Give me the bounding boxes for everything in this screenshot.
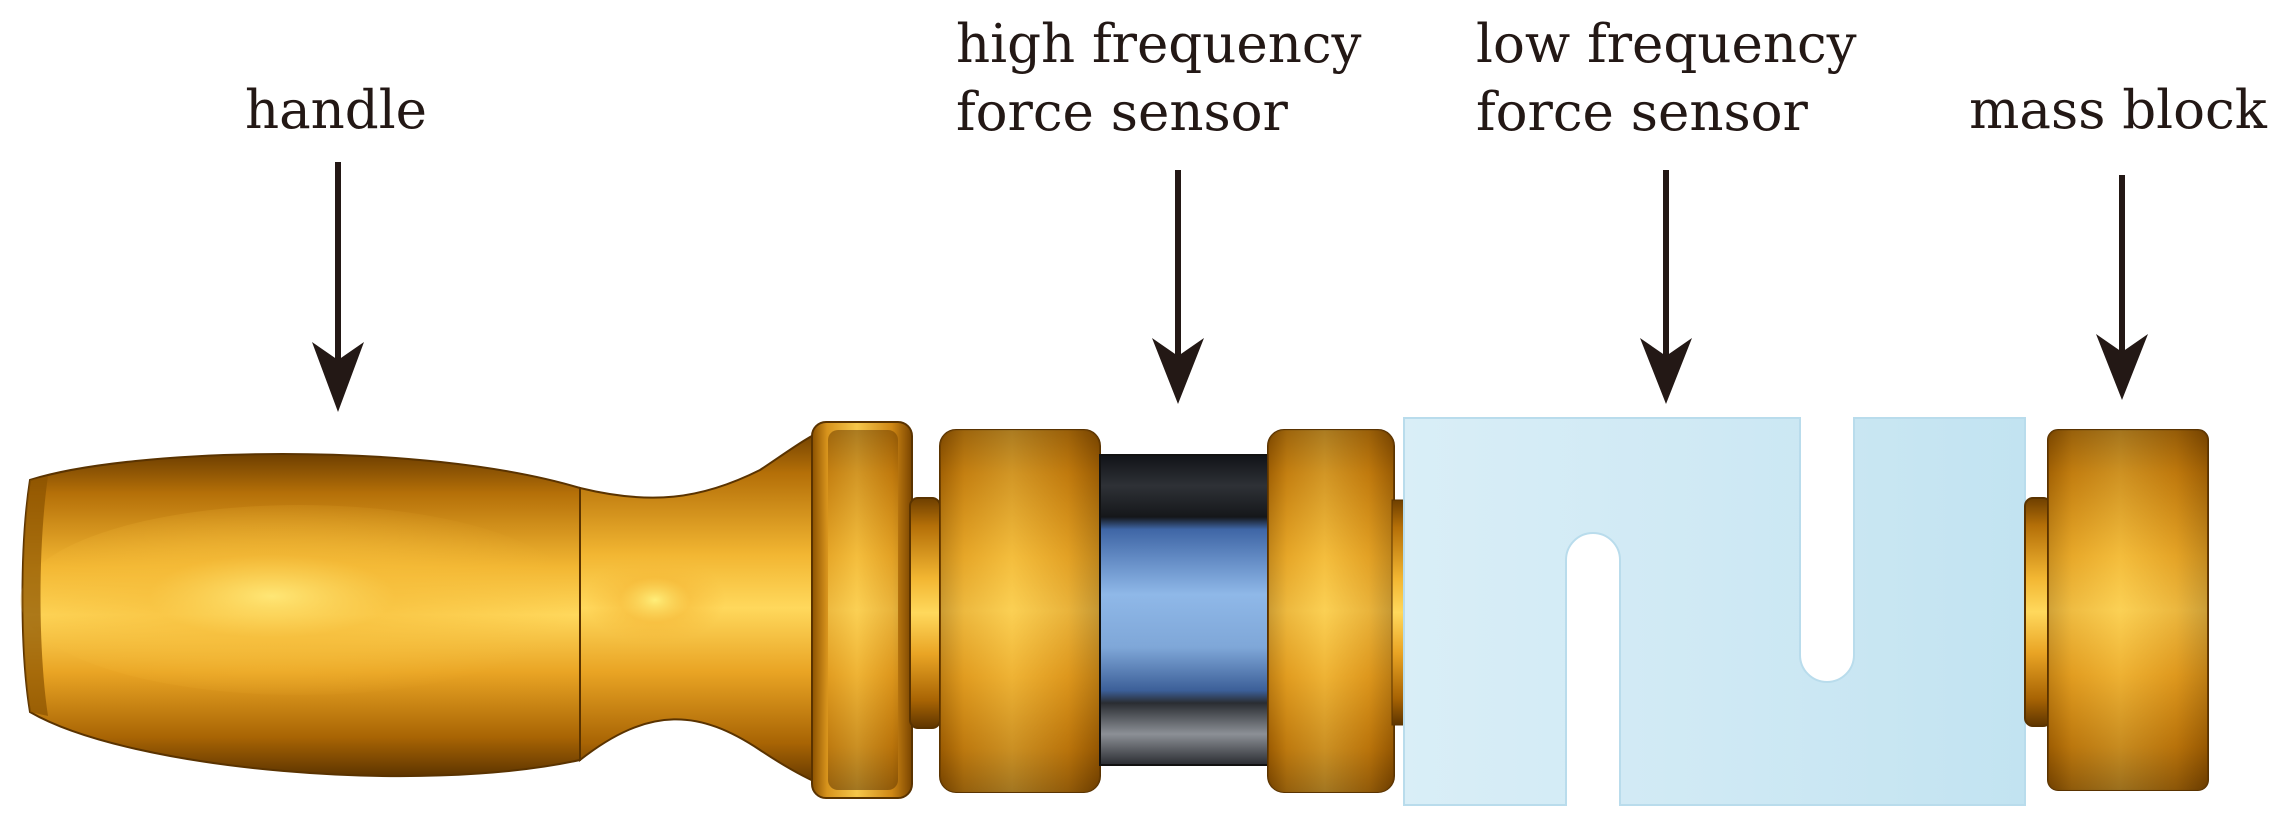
- arrow-low-frequency-sensor: [1640, 170, 1692, 404]
- label-high-frequency-line1: high frequency: [956, 14, 1362, 75]
- low-frequency-sensor-plate: [1403, 417, 2026, 806]
- label-handle: handle: [245, 80, 427, 141]
- arrow-high-frequency-sensor: [1152, 170, 1204, 404]
- label-low-frequency-line2: force sensor: [1476, 82, 1809, 143]
- label-mass-block: mass block: [1969, 80, 2268, 141]
- label-low-frequency-line1: low frequency: [1476, 14, 1857, 75]
- arrow-handle: [312, 162, 364, 412]
- high-frequency-sensor-body: [1099, 454, 1273, 766]
- handle-part: [20, 428, 826, 788]
- collar-ring-1-face: [828, 430, 898, 790]
- device-assembly: [20, 417, 2209, 806]
- shaft-1: [909, 497, 941, 729]
- mass-block-shade: [2048, 430, 2208, 790]
- neck-highlight: [585, 555, 725, 645]
- label-high-frequency-line2: force sensor: [956, 82, 1289, 143]
- collar-ring-2-shade: [940, 430, 1100, 792]
- handle-highlight: [20, 505, 580, 695]
- collar-ring-3-shade: [1268, 430, 1394, 792]
- handle-end-cap: [22, 476, 48, 716]
- arrow-mass-block: [2096, 175, 2148, 400]
